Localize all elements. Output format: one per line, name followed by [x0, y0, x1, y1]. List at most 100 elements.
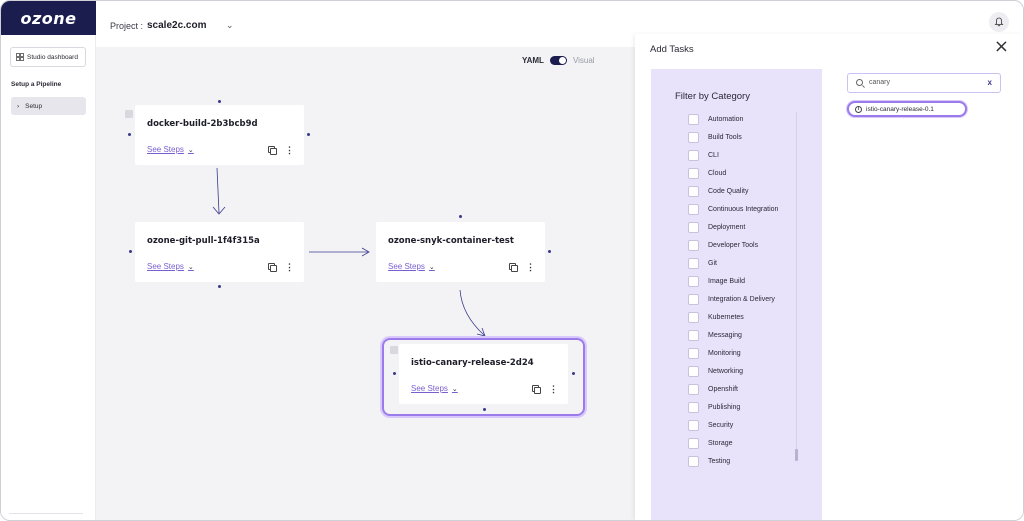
- category-label: Cloud: [708, 169, 727, 177]
- visual-label[interactable]: Visual: [572, 56, 595, 65]
- chevron-down-icon[interactable]: ⌄: [226, 20, 234, 30]
- category-checkbox[interactable]: [688, 239, 699, 251]
- category-item[interactable]: Kubernetes: [688, 308, 778, 326]
- category-checkbox[interactable]: [688, 149, 699, 161]
- category-item[interactable]: Publishing: [688, 398, 778, 416]
- see-steps-link[interactable]: See Steps⌄: [388, 262, 435, 271]
- category-label: Publishing: [708, 403, 741, 411]
- category-checkbox[interactable]: [688, 275, 699, 287]
- more-options-icon[interactable]: ⋮: [285, 261, 294, 272]
- view-toggle[interactable]: YAML Visual: [522, 56, 595, 65]
- connection-handle[interactable]: [483, 408, 486, 411]
- category-checkbox[interactable]: [688, 131, 699, 143]
- category-checkbox[interactable]: [688, 221, 699, 233]
- pipeline-canvas[interactable]: YAML Visual docker-build-2b3bcb9d See St…: [96, 47, 635, 520]
- node-title: docker-build-2b3bcb9d: [147, 119, 258, 129]
- category-item[interactable]: Integration & Delivery: [688, 290, 778, 308]
- yaml-label[interactable]: YAML: [522, 56, 544, 65]
- connection-handle[interactable]: [393, 372, 396, 375]
- task-search-input[interactable]: canary x: [847, 73, 1001, 93]
- more-options-icon[interactable]: ⋮: [285, 144, 294, 155]
- node-title: ozone-git-pull-1f4f315a: [147, 236, 260, 246]
- pipeline-node-selected[interactable]: istio-canary-release-2d24 See Steps⌄ ⋮: [390, 344, 568, 404]
- category-item[interactable]: Storage: [688, 434, 778, 452]
- pipeline-node[interactable]: ozone-git-pull-1f4f315a See Steps⌄ ⋮: [135, 222, 304, 282]
- category-item[interactable]: CLI: [688, 146, 778, 164]
- category-checkbox[interactable]: [688, 455, 699, 467]
- category-checkbox[interactable]: [688, 311, 699, 323]
- category-checkbox[interactable]: [688, 293, 699, 305]
- play-icon[interactable]: [125, 110, 133, 118]
- category-item[interactable]: Code Quality: [688, 182, 778, 200]
- category-label: Automation: [708, 115, 744, 123]
- grid-icon: [16, 53, 24, 61]
- connection-handle[interactable]: [218, 285, 221, 288]
- category-checkbox[interactable]: [688, 167, 699, 179]
- category-item[interactable]: Build Tools: [688, 128, 778, 146]
- category-item[interactable]: Networking: [688, 362, 778, 380]
- category-checkbox[interactable]: [688, 419, 699, 431]
- connection-handle[interactable]: [218, 100, 221, 103]
- see-steps-link[interactable]: See Steps⌄: [147, 145, 194, 154]
- pipeline-node[interactable]: ozone-snyk-container-test See Steps⌄ ⋮: [376, 222, 545, 282]
- more-options-icon[interactable]: ⋮: [549, 383, 558, 394]
- connection-handle[interactable]: [129, 250, 132, 253]
- scrollbar-thumb[interactable]: [795, 449, 798, 461]
- connection-handle[interactable]: [572, 372, 575, 375]
- category-item[interactable]: Automation: [688, 110, 778, 128]
- category-checkbox[interactable]: [688, 347, 699, 359]
- clear-search-icon[interactable]: x: [987, 78, 992, 87]
- category-item[interactable]: Openshift: [688, 380, 778, 398]
- category-item[interactable]: Security: [688, 416, 778, 434]
- toggle-switch[interactable]: [549, 56, 567, 65]
- category-label: Messaging: [708, 331, 742, 339]
- studio-dashboard-button[interactable]: Studio dashboard: [10, 47, 86, 67]
- chevron-down-icon: ⌄: [428, 263, 435, 271]
- connection-handle[interactable]: [307, 133, 310, 136]
- category-item[interactable]: Developer Tools: [688, 236, 778, 254]
- connection-handle[interactable]: [128, 133, 131, 136]
- play-icon[interactable]: [390, 346, 398, 354]
- more-options-icon[interactable]: ⋮: [526, 261, 535, 272]
- search-value[interactable]: canary: [869, 79, 891, 86]
- category-checkbox[interactable]: [688, 365, 699, 377]
- close-icon[interactable]: ×: [993, 36, 1009, 57]
- category-checkbox[interactable]: [688, 401, 699, 413]
- pipeline-node[interactable]: docker-build-2b3bcb9d See Steps⌄ ⋮: [125, 105, 304, 165]
- filter-title: Filter by Category: [675, 91, 750, 102]
- category-item[interactable]: Image Build: [688, 272, 778, 290]
- category-checkbox[interactable]: [688, 113, 699, 125]
- sidebar-item-setup[interactable]: › Setup: [11, 97, 86, 115]
- category-item[interactable]: Cloud: [688, 164, 778, 182]
- logo-text: ozone: [20, 8, 77, 28]
- copy-icon[interactable]: [268, 146, 277, 155]
- category-item[interactable]: Deployment: [688, 218, 778, 236]
- logo[interactable]: ozone: [1, 1, 96, 35]
- copy-icon[interactable]: [532, 385, 541, 394]
- studio-dashboard-label: Studio dashboard: [27, 53, 78, 61]
- project-selector[interactable]: scale2c.com: [147, 20, 207, 31]
- search-result-item[interactable]: i istio-canary-release-0.1: [847, 101, 967, 117]
- scrollbar-track[interactable]: [796, 112, 797, 452]
- category-item[interactable]: Testing: [688, 452, 778, 470]
- category-item[interactable]: Messaging: [688, 326, 778, 344]
- copy-icon[interactable]: [509, 263, 518, 272]
- copy-icon[interactable]: [268, 263, 277, 272]
- category-checkbox[interactable]: [688, 185, 699, 197]
- see-steps-link[interactable]: See Steps⌄: [411, 384, 458, 393]
- category-item[interactable]: Continuous Integration: [688, 200, 778, 218]
- category-checkbox[interactable]: [688, 203, 699, 215]
- see-steps-link[interactable]: See Steps⌄: [147, 262, 194, 271]
- category-item[interactable]: Git: [688, 254, 778, 272]
- category-checkbox[interactable]: [688, 383, 699, 395]
- notification-bell-icon[interactable]: [989, 12, 1009, 32]
- connection-handle[interactable]: [459, 215, 462, 218]
- category-item[interactable]: Monitoring: [688, 344, 778, 362]
- category-checkbox[interactable]: [688, 329, 699, 341]
- category-checkbox[interactable]: [688, 437, 699, 449]
- category-checkbox[interactable]: [688, 257, 699, 269]
- connector-lines: [212, 167, 486, 337]
- connection-handle[interactable]: [548, 250, 551, 253]
- category-label: Networking: [708, 367, 744, 375]
